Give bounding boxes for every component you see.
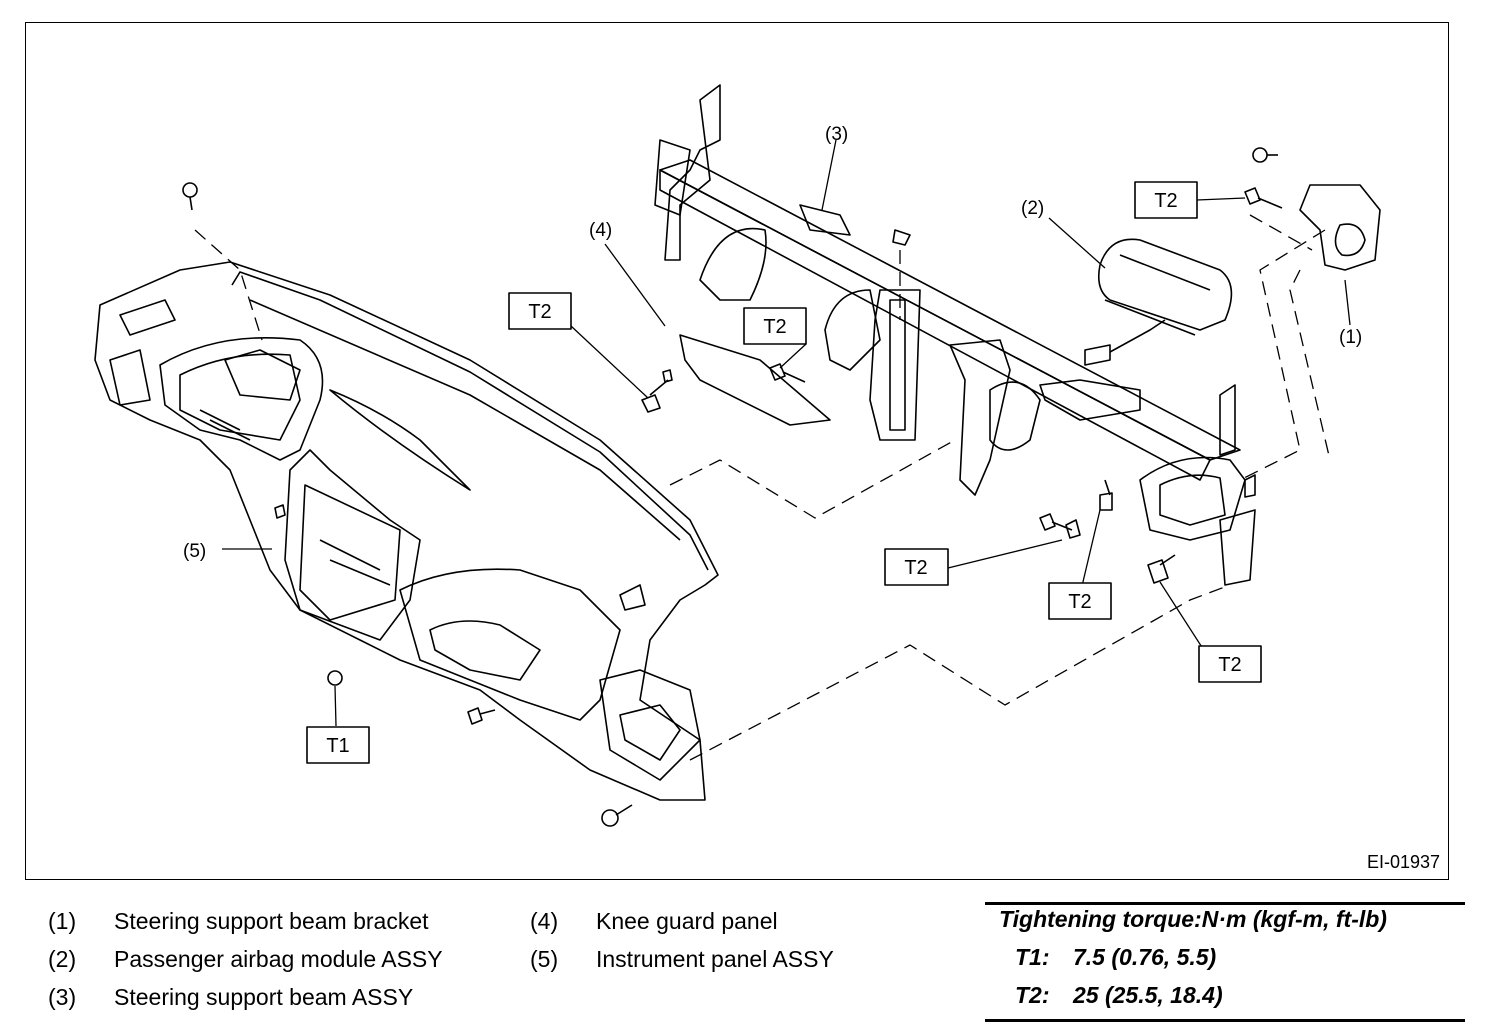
callout-4: (4) [589,220,612,241]
torque-key: T1: [1015,944,1050,970]
legend-number: (5) [530,946,559,972]
callout-2: (2) [1021,198,1044,219]
legend-label: Passenger airbag module ASSY [114,946,443,972]
torque-row: T1: 7.5 (0.76, 5.5) [1015,944,1216,971]
legend-item: (3) Steering support beam ASSY [48,978,443,1016]
legend-label: Knee guard panel [596,908,778,934]
torque-rule-bottom [985,1019,1465,1022]
torque-tag-t2: T2 [1068,591,1091,613]
callout-3: (3) [825,124,848,145]
figure-id: EI-01937 [1366,852,1440,872]
steering-support-beam-bracket [1299,184,1381,271]
legend-item: (5) Instrument panel ASSY [530,940,834,978]
legend-left-column: (1) Steering support beam bracket (2) Pass… [48,902,443,1016]
exploded-view-drawing: (3) (2) (4) (1) (5) T2 T2 T2 T2 [94,84,1381,827]
legend-item: (1) Steering support beam bracket [48,902,443,940]
torque-tag-t2: T2 [763,316,786,338]
torque-rule-top [985,902,1465,905]
torque-title: Tightening torque:N·m (kgf-m, ft-lb) [999,906,1387,932]
callout-1: (1) [1339,327,1362,348]
instrument-panel-assy [94,261,719,801]
torque-value: 25 (25.5, 18.4) [1073,982,1223,1008]
legend-number: (2) [48,946,77,972]
torque-key: T2: [1015,982,1050,1008]
legend-label: Instrument panel ASSY [596,946,834,972]
leader-lines [222,139,1351,727]
torque-tag-t1: T1 [326,735,349,757]
legend-label: Steering support beam ASSY [114,984,414,1010]
torque-tag-t2: T2 [528,301,551,323]
legend-number: (4) [530,908,559,934]
torque-tags [306,181,1262,764]
torque-value: 7.5 (0.76, 5.5) [1073,944,1217,970]
legend-middle-column: (4) Knee guard panel (5) Instrument panel … [530,902,834,978]
torque-tag-t2: T2 [1218,654,1241,676]
legend-number: (3) [48,984,77,1010]
passenger-airbag-module [1084,238,1233,366]
installation-lines [194,214,1331,761]
legend-item: (2) Passenger airbag module ASSY [48,940,443,978]
fasteners [182,147,1283,827]
legend-item: (4) Knee guard panel [530,902,834,940]
torque-tag-t2: T2 [904,557,927,579]
callout-5: (5) [183,541,206,562]
legend-label: Steering support beam bracket [114,908,429,934]
knee-guard-panel [679,227,881,426]
torque-row: T2: 25 (25.5, 18.4) [1015,982,1223,1009]
steering-support-beam-assy [654,84,1256,586]
torque-tag-t2: T2 [1154,190,1177,212]
legend-number: (1) [48,908,77,934]
diagram-frame: (3) (2) (4) (1) (5) T2 T2 T2 T2 [25,22,1449,880]
